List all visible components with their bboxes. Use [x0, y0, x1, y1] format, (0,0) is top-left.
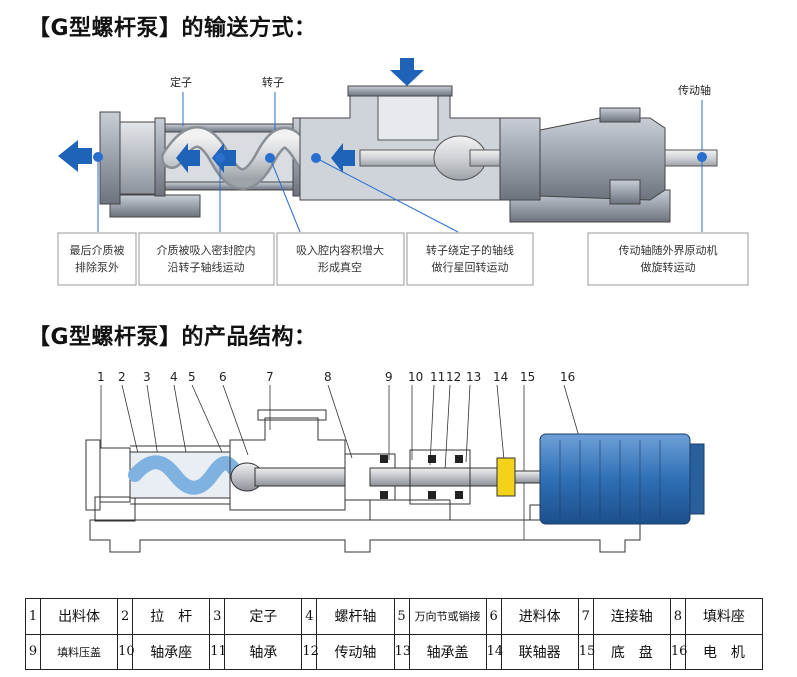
callout-8: 8 — [324, 370, 332, 384]
callout-10: 10 — [408, 370, 423, 384]
callout-5: 5 — [188, 370, 196, 384]
part-name: 进料体 — [500, 598, 579, 635]
callout-16: 16 — [560, 370, 575, 384]
part-number: 13 — [393, 633, 411, 670]
label-drive-shaft: 传动轴 — [678, 83, 711, 97]
table-row: 9 填料压盖 10 轴承座 11 轴承 12 传动轴 13 轴承盖 14 联轴器… — [25, 633, 764, 670]
callout-4: 4 — [170, 370, 178, 384]
structure-screw — [128, 455, 245, 495]
part-name: 传动轴 — [316, 633, 395, 670]
part-number: 3 — [209, 598, 226, 635]
part-name: 轴承 — [224, 633, 303, 670]
structure-suction-body — [229, 409, 346, 511]
box-3-line-2: 形成真空 — [318, 260, 362, 274]
pump-cutaway-diagram: 定子 转子 传动轴 最后介质被 排除泵外 介质被吸入密封腔内 沿转子轴线运动 吸… — [57, 58, 749, 286]
label-stator: 定子 — [170, 75, 192, 89]
callout-3: 3 — [143, 370, 151, 384]
callout-11: 11 — [430, 370, 445, 384]
outlet-arrow-icon — [58, 140, 92, 172]
structure-coupling — [496, 457, 516, 497]
callout-7: 7 — [266, 370, 274, 384]
table-row: 1 出料体 2 拉 杆 3 定子 4 螺杆轴 5 万向节或销接 6 进料体 7 … — [25, 598, 764, 635]
flow-arrow-3-icon — [331, 143, 355, 173]
structure-drawing: 1 2 3 4 5 6 7 8 9 10 11 12 13 14 15 16 — [85, 370, 705, 553]
heading-conveying: 【G型螺杆泵】的输送方式： — [28, 16, 317, 41]
box-4-line-1: 转子绕定子的轴线 — [426, 243, 514, 257]
part-number: 9 — [25, 633, 41, 670]
part-name: 万向节或销接 — [408, 598, 487, 635]
part-number: 4 — [301, 598, 318, 635]
box-1-line-1: 最后介质被 — [70, 244, 125, 257]
box-2-line-2: 沿转子轴线运动 — [168, 260, 245, 274]
part-name: 连接轴 — [592, 598, 671, 635]
callout-15: 15 — [520, 370, 535, 384]
part-number: 1 — [25, 598, 41, 635]
part-name: 电 机 — [684, 633, 764, 670]
box-4-line-2: 做行星回转运动 — [432, 260, 509, 274]
callout-14: 14 — [493, 370, 508, 384]
part-name: 轴承盖 — [408, 633, 487, 670]
suction-casing — [299, 85, 511, 201]
part-number: 10 — [117, 633, 135, 670]
box-5-line-2: 做旋转运动 — [641, 260, 696, 274]
part-name: 轴承座 — [132, 633, 211, 670]
outlet-flange — [99, 111, 161, 205]
inlet-arrow-icon — [390, 58, 424, 86]
part-number: 7 — [577, 598, 594, 635]
callout-12: 12 — [446, 370, 461, 384]
parts-table: 1 出料体 2 拉 杆 3 定子 4 螺杆轴 5 万向节或销接 6 进料体 7 … — [25, 598, 764, 670]
part-name: 螺杆轴 — [316, 598, 395, 635]
part-number: 2 — [117, 598, 134, 635]
box-3-line-1: 吸入腔内容积增大 — [296, 243, 384, 257]
part-number: 16 — [669, 633, 687, 670]
part-name: 联轴器 — [500, 633, 579, 670]
part-number: 14 — [485, 633, 503, 670]
callout-lines — [97, 92, 703, 233]
callout-numbers: 1 2 3 4 5 6 7 8 9 10 11 12 13 14 15 16 — [97, 370, 575, 384]
part-name: 出料体 — [39, 598, 119, 635]
box-1-line-2: 排除泵外 — [75, 260, 119, 274]
part-number: 11 — [209, 633, 227, 670]
part-name: 拉 杆 — [132, 598, 211, 635]
flow-description-boxes: 最后介质被 排除泵外 介质被吸入密封腔内 沿转子轴线运动 吸入腔内容积增大 形成… — [57, 232, 749, 286]
structure-discharge-body — [85, 439, 131, 511]
box-2-line-1: 介质被吸入密封腔内 — [157, 243, 256, 257]
part-number: 8 — [669, 598, 686, 635]
flow-arrow-1-icon — [176, 143, 200, 173]
callout-9: 9 — [385, 370, 393, 384]
part-number: 12 — [301, 633, 319, 670]
box-5-line-1: 传动轴随外界原动机 — [619, 243, 718, 257]
structure-motor — [539, 433, 705, 525]
callout-6: 6 — [219, 370, 227, 384]
callout-1: 1 — [97, 370, 105, 384]
callout-2: 2 — [118, 370, 126, 384]
part-name: 底 盘 — [592, 633, 671, 670]
part-number: 15 — [577, 633, 595, 670]
label-rotor: 转子 — [262, 75, 284, 89]
callout-13: 13 — [466, 370, 481, 384]
part-name: 填料座 — [684, 598, 764, 635]
part-name: 定子 — [224, 598, 303, 635]
part-number: 6 — [485, 598, 502, 635]
heading-structure: 【G型螺杆泵】的产品结构： — [28, 325, 317, 350]
bearing-housing — [499, 107, 666, 205]
part-name: 填料压盖 — [39, 633, 119, 670]
part-number: 5 — [393, 598, 410, 635]
